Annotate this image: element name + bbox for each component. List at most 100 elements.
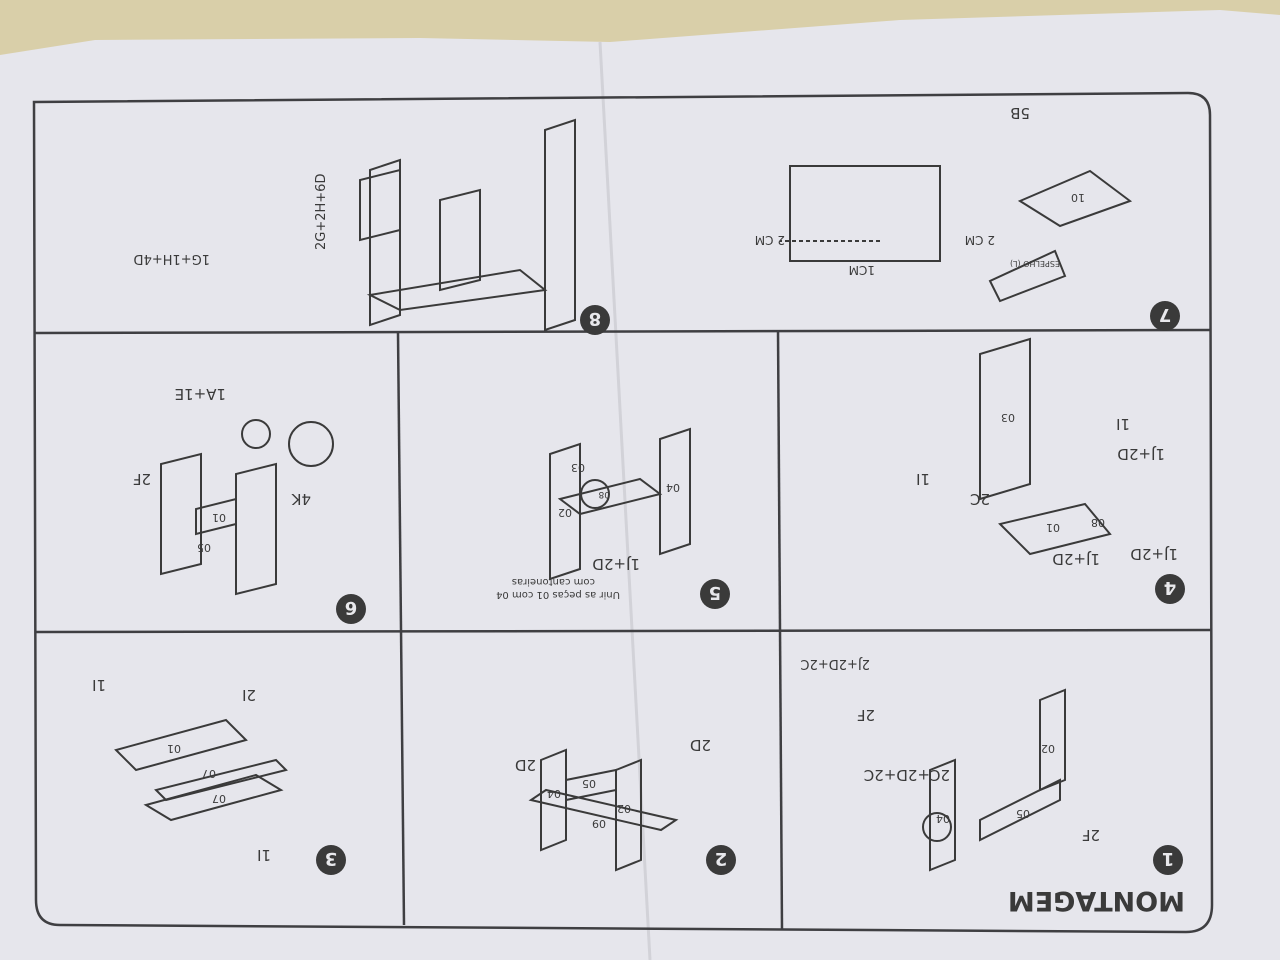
step-5-part-02: 02 — [558, 506, 572, 519]
step-6-detail-circle-a — [241, 419, 271, 449]
step-7-part-10: 10 — [1071, 191, 1085, 204]
step-1-title: MONTAGEM — [1008, 885, 1185, 916]
step-7-label-c: 2 CM — [755, 233, 785, 247]
step-4-part-08: 08 — [1091, 516, 1105, 529]
step-3-label-a: 1I — [257, 846, 271, 864]
step-1-label-c: 2J+2D+2C — [800, 656, 870, 671]
paper-sheet — [0, 10, 1280, 960]
step-2-part-02: 02 — [617, 802, 631, 815]
step-2-part-09: 09 — [592, 817, 606, 830]
step-1-panel-04 — [929, 758, 956, 872]
step-7-badge — [1150, 301, 1180, 331]
step-7-label-d: 1CM — [849, 263, 875, 277]
step-2-base-09 — [528, 788, 679, 832]
step-5-shelf — [557, 477, 663, 516]
step-4-badge — [1155, 574, 1185, 604]
step-5-panel: 5 1J+2D Unir as peças 01 com 04 com cant… — [496, 427, 730, 609]
step-5-detail-circle — [580, 479, 610, 509]
step-6-side-right — [160, 452, 202, 576]
step-8-inner-panel — [439, 188, 481, 292]
step-4-part-01: 01 — [1046, 521, 1060, 534]
step-2-label-b: 2D — [690, 736, 711, 754]
step-7-label-b: 2 CM — [965, 233, 995, 247]
step-5-part-04: 04 — [666, 481, 680, 494]
step-4-label-d: 1I — [916, 470, 930, 488]
step-2-panel: 2 2D 2D 09 02 05 04 — [515, 736, 736, 875]
step-4-part-03: 03 — [1001, 411, 1015, 424]
step-1-part-04: 04 — [936, 812, 950, 825]
step-8-label-a: 1G+1H+4D — [134, 251, 210, 266]
step-2-badge — [706, 845, 736, 875]
step-8-top-shelf — [366, 268, 548, 312]
step-1-part-02: 02 — [1041, 742, 1055, 755]
step-8-number: 8 — [589, 308, 602, 329]
step-2-part-04: 04 — [547, 787, 561, 800]
step-6-side-left — [235, 462, 277, 596]
step-7-label-a: 5B — [1010, 104, 1030, 122]
step-3-number: 3 — [325, 848, 338, 869]
step-3-panel: 3 1I 2I 1I 07 07 01 — [92, 676, 346, 875]
step-4-label-f: 1I — [1116, 415, 1130, 433]
step-8-bottom-panel — [359, 168, 401, 242]
step-6-detail-circle-b — [288, 421, 334, 467]
step-4-number: 4 — [1164, 577, 1177, 598]
step-1-label-b: 2C+2D+2C — [864, 766, 950, 784]
step-7-number: 7 — [1159, 304, 1172, 325]
step-5-part-08: 08 — [598, 489, 610, 499]
step-3-part-07a: 07 — [212, 792, 226, 805]
step-6-part-01: 01 — [212, 511, 226, 524]
row-divider-1 — [34, 328, 1211, 335]
step-6-drawer — [195, 497, 237, 536]
step-5-side-04 — [659, 427, 691, 556]
step-5-note-line-2: com cantoneiras — [512, 576, 595, 587]
outer-frame — [32, 91, 1214, 934]
step-6-part-05: 05 — [197, 541, 211, 554]
step-2-label-a: 2D — [515, 756, 536, 774]
step-1-panel-05 — [979, 778, 1061, 842]
step-3-badge — [316, 845, 346, 875]
step-7-mirror-frame — [789, 165, 941, 262]
step-3-board-01 — [114, 718, 248, 772]
panel-grid — [32, 91, 1214, 934]
step-1-label-d: 2F — [857, 706, 875, 724]
step-1-number: 1 — [1162, 848, 1175, 869]
step-2-bottom-05 — [565, 768, 617, 802]
step-1-badge — [1153, 845, 1183, 875]
step-6-number: 6 — [345, 597, 358, 618]
step-6-label-b: 2F — [133, 470, 151, 488]
step-6-badge — [336, 594, 366, 624]
step-4-panel: 4 1J+2D 1J+2D 2C 1I 1J+2D 1I 01 08 03 — [916, 337, 1185, 604]
step-6-panel: 6 4K 2F 1A+1E 05 01 — [133, 385, 366, 624]
step-5-part-03: 03 — [571, 461, 585, 474]
col-divider-2 — [776, 329, 784, 931]
step-7-mirror-tag — [988, 249, 1067, 303]
step-7-part-mirror: ESPELHO (L) — [1010, 259, 1060, 268]
step-6-label-a: 4K — [290, 490, 311, 508]
step-3-board-07b — [154, 758, 288, 802]
step-5-number: 5 — [709, 582, 722, 603]
step-8-side-left — [544, 118, 576, 332]
step-1-detail-circle — [922, 812, 952, 842]
step-1-part-05: 05 — [1016, 807, 1030, 820]
step-5-label-a: 1J+2D — [592, 555, 640, 573]
row-divider-2 — [34, 628, 1213, 634]
step-3-label-c: 1I — [92, 676, 106, 694]
step-4-label-b: 1J+2D — [1052, 550, 1100, 568]
step-6-label-c: 1A+1E — [175, 385, 226, 403]
step-4-label-a: 1J+2D — [1130, 545, 1178, 563]
step-7-bracket-plate — [1017, 169, 1133, 228]
step-8-label-b: 2G+2H+6D — [314, 174, 329, 250]
step-2-number: 2 — [715, 848, 728, 869]
step-4-side-03 — [979, 337, 1031, 501]
step-3-board-07a — [143, 773, 284, 822]
step-2-part-05: 05 — [582, 777, 596, 790]
step-5-side-02 — [549, 442, 581, 581]
step-4-label-e: 1J+2D — [1117, 445, 1165, 463]
step-1-panel: MONTAGEM 1 2F 2C+2D+2C 2J+2D+2C 2F 02 05… — [800, 656, 1185, 916]
step-5-badge — [700, 579, 730, 609]
step-1-label-a: 2F — [1082, 826, 1100, 844]
step-3-label-b: 2I — [242, 686, 256, 704]
step-5-note-line-1: Unir as peças 01 com 04 — [496, 589, 620, 600]
